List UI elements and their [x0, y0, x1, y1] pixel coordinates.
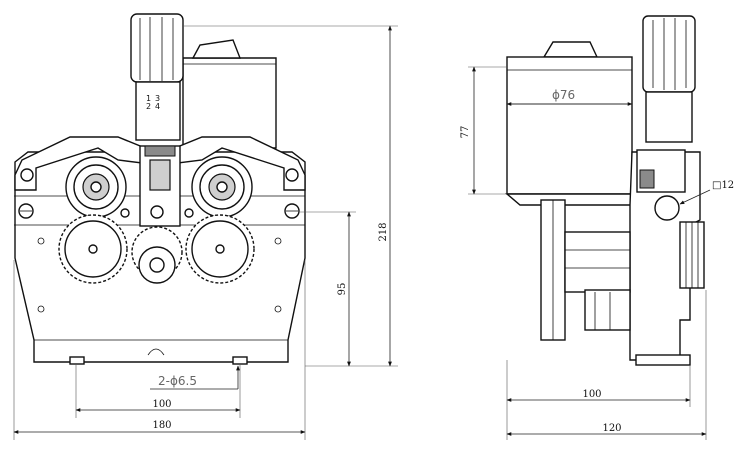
drive-roller-right — [185, 214, 255, 284]
side-view — [505, 15, 705, 366]
drive-roller-left — [58, 214, 128, 284]
side-motor-cap — [542, 41, 599, 58]
front-motor-body — [182, 57, 277, 149]
front-view: 1 2 3 4 — [14, 13, 306, 365]
knob-scale-1: 1 — [146, 94, 151, 103]
dim-mount-holes: 2-ϕ6.5 — [158, 374, 197, 388]
front-dimensions — [13, 25, 398, 440]
square-shaft — [654, 195, 680, 221]
side-gear — [679, 221, 705, 289]
knob-scale-3: 3 — [155, 94, 160, 103]
dim-square-shaft: □12 — [712, 180, 734, 191]
side-dimensions — [468, 66, 711, 440]
dim-overall-length: 120 — [602, 423, 621, 434]
upper-roller-left — [65, 156, 127, 218]
center-gear — [131, 226, 183, 284]
side-knob — [642, 15, 696, 143]
front-motor-cap — [191, 39, 242, 59]
dim-motor-height: 77 — [460, 126, 471, 139]
dim-motor-diameter: ϕ76 — [552, 88, 575, 102]
dim-base-length: 100 — [582, 389, 601, 400]
knob-scale-2: 2 — [146, 102, 151, 111]
dim-height-mount: 95 — [337, 283, 348, 296]
dim-width-total: 180 — [152, 420, 171, 431]
upper-roller-right — [191, 156, 253, 218]
screw-right — [284, 203, 300, 219]
screw-left — [18, 203, 34, 219]
side-motor-body — [506, 56, 633, 195]
right-pressure-arm — [169, 136, 306, 191]
knob-scale-4: 4 — [155, 102, 160, 111]
left-pressure-arm — [14, 136, 151, 191]
tension-knob — [130, 13, 184, 141]
dim-hole-spacing: 100 — [152, 399, 171, 410]
dim-height-total: 218 — [378, 222, 389, 241]
